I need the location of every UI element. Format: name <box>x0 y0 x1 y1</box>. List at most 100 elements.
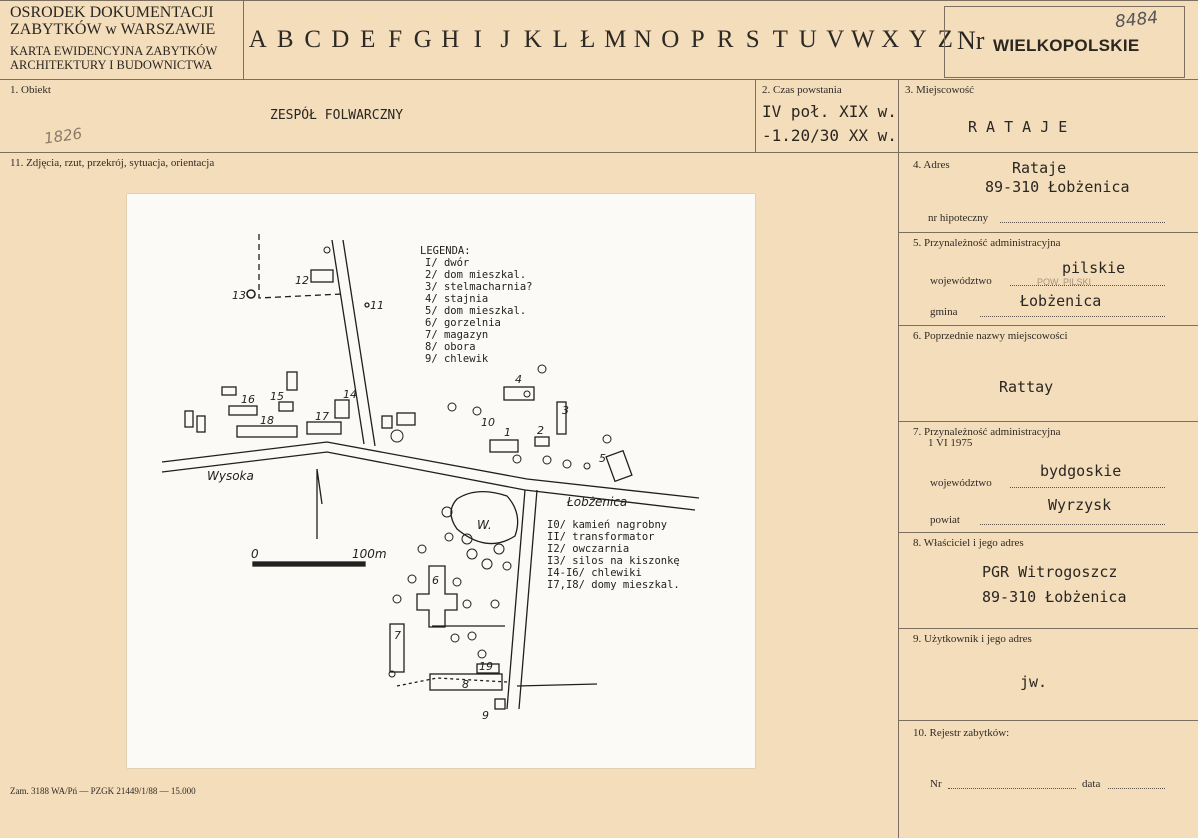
index-letter: C <box>304 26 322 53</box>
trees <box>323 246 612 678</box>
field-10-date-line <box>1108 788 1165 789</box>
building-6-distillery <box>416 565 458 628</box>
index-letter: A <box>248 26 267 53</box>
label-8: 8 <box>462 678 469 691</box>
field-1-value: ZESPÓŁ FOLWARCZNY <box>270 108 404 123</box>
label-17: 17 <box>315 410 329 423</box>
index-letter: R <box>716 26 734 53</box>
building-3 <box>556 401 567 435</box>
label-13: 13 <box>232 289 246 302</box>
outbuilding <box>381 415 393 429</box>
label-19: 19 <box>479 660 493 673</box>
mortgage-label: nr hipoteczny <box>928 212 989 224</box>
index-letter: N <box>633 26 652 53</box>
building-8-cowshed <box>429 673 503 691</box>
stream <box>396 677 508 687</box>
label-16: 16 <box>241 393 255 406</box>
field-5-voivodeship-label: województwo <box>930 275 992 287</box>
legend-item: 7/ magazyn <box>425 329 488 341</box>
index-letter: H <box>441 26 460 53</box>
legend-item: I/ dwór <box>425 257 469 269</box>
field-10-label: 10. Rejestr zabytków: <box>913 727 1010 739</box>
field-5-faint-note: POW. PILSKI <box>1037 277 1092 287</box>
index-letter: K <box>523 26 542 53</box>
index-letter: I <box>473 26 482 53</box>
road-label-lobzenica: Łobżenica <box>566 495 627 509</box>
field-5-label: 5. Przynależność administracyjna <box>913 237 1061 249</box>
card-line-2: ARCHITEKTURY I BUDOWNICTWA <box>10 58 213 72</box>
label-1: 1 <box>504 426 511 439</box>
rule <box>898 79 899 838</box>
index-letter: U <box>798 26 817 53</box>
label-5: 5 <box>599 452 606 465</box>
field-11-label: 11. Zdjęcia, rzut, przekrój, sytuacja, o… <box>10 157 215 169</box>
field-8-line-1: PGR Witrogoszcz <box>982 563 1118 581</box>
label-6: 6 <box>432 574 439 587</box>
legend-item: 2/ dom mieszkal. <box>425 269 526 281</box>
pond-outline <box>450 491 519 545</box>
index-letter: G <box>413 26 432 53</box>
label-4: 4 <box>515 373 522 386</box>
index-letter: S <box>745 26 760 53</box>
road-edge <box>161 451 696 511</box>
road-edge <box>342 239 376 447</box>
mortgage-line <box>1000 222 1165 223</box>
nr-label: Nr <box>957 26 985 55</box>
field-7-voivodeship-label: województwo <box>930 477 992 489</box>
field-9-label: 9. Użytkownik i jego adres <box>913 633 1032 645</box>
building-19 <box>476 663 500 674</box>
index-letter: E <box>360 26 376 53</box>
index-letter: T <box>772 26 788 53</box>
legend2-item: I4-I6/ chlewiki <box>547 567 642 579</box>
pond-label: W. <box>477 518 492 532</box>
transformer-11 <box>364 302 370 308</box>
legend-item: 6/ gorzelnia <box>425 317 501 329</box>
index-letter: L <box>552 26 568 53</box>
field-5-commune-label: gmina <box>930 306 958 318</box>
org-line-2: ZABYTKÓW w WARSZAWIE <box>10 21 216 38</box>
field-8-label: 8. Właściciel i jego adres <box>913 537 1024 549</box>
label-18: 18 <box>260 414 274 427</box>
label-12: 12 <box>295 274 309 287</box>
road-edge <box>516 683 598 687</box>
field-4-label: 4. Adres <box>913 159 950 171</box>
index-letter: P <box>690 26 705 53</box>
field-6-label: 6. Poprzednie nazwy miejscowości <box>913 330 1068 342</box>
rule <box>898 421 1198 422</box>
card-line-1: KARTA EWIDENCYJNA ZABYTKÓW <box>10 44 218 58</box>
legend-item: 8/ obora <box>425 341 476 353</box>
field-2-line-1: IV poł. XIX w. <box>762 102 897 121</box>
outbuilding <box>196 415 206 433</box>
building-1-manor <box>489 439 519 453</box>
label-2: 2 <box>537 424 544 437</box>
building-17 <box>306 421 342 435</box>
index-letter: B <box>276 26 294 53</box>
building-16 <box>228 405 258 416</box>
field-7-district-line <box>980 524 1165 525</box>
print-note: Zam. 3188 WA/Pń — PZGK 21449/1/88 — 15.0… <box>10 786 196 796</box>
rule <box>243 0 244 79</box>
field-7-district-value: Wyrzysk <box>1048 496 1112 514</box>
index-letter: D <box>331 26 350 53</box>
label-14: 14 <box>343 388 357 401</box>
building-5 <box>605 449 633 483</box>
field-7-district-label: powiat <box>930 514 960 526</box>
index-letter: W <box>850 26 875 53</box>
building-13-silo <box>246 289 256 299</box>
scale-start: 0 <box>251 547 259 561</box>
legend2-item: I7,I8/ domy mieszkal. <box>547 579 680 591</box>
index-letter: O <box>661 26 680 53</box>
legend2-item: II/ transformator <box>547 531 654 543</box>
road-edge <box>331 239 365 445</box>
road-label-wysoka: Wysoka <box>207 469 254 483</box>
margin-note: 1826 <box>42 124 84 148</box>
legend-item: 9/ chlewik <box>425 353 489 365</box>
road-edge <box>506 489 526 710</box>
legend-item: 3/ stelmacharnia? <box>425 281 532 293</box>
building-7 <box>389 623 405 673</box>
legend2-item: I2/ owczarnia <box>547 543 629 555</box>
field-6-value: Rattay <box>999 378 1054 396</box>
rule <box>0 0 1198 1</box>
